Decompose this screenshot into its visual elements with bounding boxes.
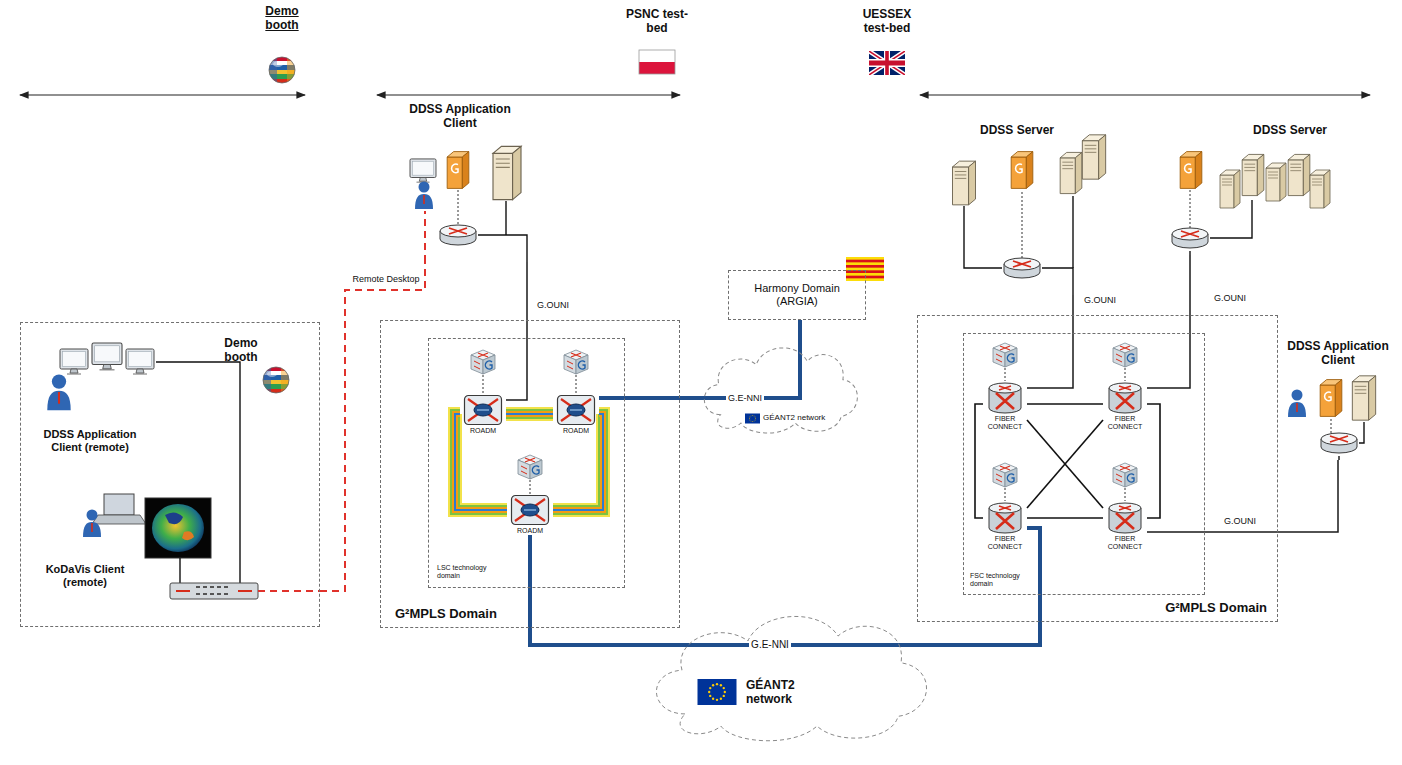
interface-label: G.E-NNI: [749, 639, 791, 651]
optical-ring-link: [506, 414, 553, 415]
network-link: [1147, 404, 1160, 518]
domain-box: G²MPLS Domain FSC technology domain FIBER …: [917, 315, 1278, 622]
eu-flag: [745, 414, 760, 424]
network-cloud: GÉANT2 network: [695, 338, 865, 438]
domain-title: G²MPLS Domain: [395, 607, 497, 622]
cloud-outline: [695, 338, 865, 438]
network-link: [1027, 403, 1103, 405]
network-link: [599, 320, 800, 398]
network-link: [1147, 255, 1190, 388]
section-title: Demo booth: [257, 5, 307, 33]
cloud-outline: [640, 602, 940, 748]
uk-flag: [869, 51, 905, 75]
roadm-node: ROADM: [553, 393, 599, 435]
device-label: FIBER CONNECT: [983, 535, 1027, 551]
demo-booth-equipment: [47, 343, 320, 599]
device-label: ROADM: [460, 427, 506, 435]
network-link: [320, 262, 425, 591]
network-link: [1027, 420, 1103, 508]
client-node: DDSS Application Client: [395, 100, 540, 262]
roadm-devices: [465, 350, 595, 525]
region-box: Demo boothDDSS Application Client (remot…: [20, 322, 320, 627]
network-link: [1147, 460, 1338, 532]
globe-icon: [268, 56, 296, 84]
server-node: DDSS Server: [945, 120, 1110, 295]
client-node: DDSS Application Client: [1282, 338, 1395, 460]
section-arrows: [20, 95, 1370, 96]
domain-title: G²MPLS Domain: [1165, 601, 1267, 616]
device-label: ROADM: [507, 527, 553, 535]
network-link: [975, 404, 983, 518]
client-node: DDSS Application Client (remote): [30, 428, 152, 453]
fiber-connect-node: FIBER CONNECT: [983, 381, 1027, 431]
client-node: KoDaVis Client (remote): [35, 563, 135, 588]
network-cloud: GÉANT2 network: [640, 602, 940, 748]
network-label: GÉANT2 network: [746, 679, 806, 707]
client-label: DDSS Application Client: [395, 103, 525, 131]
device-label: ROADM: [553, 427, 599, 435]
optical-ring-link: [455, 414, 507, 510]
client-label: DDSS Application Client (remote): [30, 428, 150, 453]
device-label: FIBER CONNECT: [983, 415, 1027, 431]
section-title: PSNC test-bed: [624, 8, 690, 36]
fiber-connect-node: FIBER CONNECT: [1103, 381, 1147, 431]
interface-label: G.OUNI: [1212, 293, 1248, 303]
server-label: DDSS Server: [1253, 124, 1327, 138]
interface-label: Remote Desktop: [350, 274, 421, 284]
device-label: FIBER CONNECT: [1103, 415, 1147, 431]
technology-domain-box: LSC technology domain ROADM ROADM ROADM: [428, 338, 625, 588]
network-link: [1027, 420, 1103, 508]
optical-ring-link: [553, 414, 603, 510]
network-link: [1027, 517, 1103, 519]
domain-box: Harmony Domain (ARGIA): [728, 270, 866, 320]
server-node: DDSS Server: [1168, 120, 1340, 255]
interface-label: G.E-NNI: [726, 393, 764, 403]
fiber-connect-node: FIBER CONNECT: [1103, 501, 1147, 551]
psnc-client-equipment: [410, 146, 527, 262]
network-label: GÉANT2 network: [763, 413, 825, 422]
server-equipment: [953, 135, 1331, 295]
fiber-connect-devices: [989, 343, 1141, 533]
client-label: KoDaVis Client (remote): [35, 563, 135, 588]
poland-flag: [639, 50, 675, 74]
interface-label: G.OUNI: [1082, 295, 1118, 305]
roadm-node: ROADM: [460, 393, 506, 435]
section-title: UESSEX test-bed: [852, 8, 922, 36]
device-label: FIBER CONNECT: [1103, 535, 1147, 551]
network-link: [1027, 295, 1073, 388]
client-label: DDSS Application Client: [1286, 340, 1390, 368]
technology-domain-box: FSC technology domain FIBER CONNECT FIBER …: [963, 333, 1205, 595]
domain-label: FSC technology domain: [970, 572, 1024, 588]
eu-flag: [698, 679, 737, 705]
domain-box: G²MPLS Domain LSC technology domain ROADM R…: [380, 320, 680, 628]
region-title: Demo booth: [216, 337, 266, 365]
server-label: DDSS Server: [980, 124, 1054, 138]
network-link: [506, 262, 527, 400]
domain-label: LSC technology domain: [437, 564, 489, 580]
catalan-flag: [846, 257, 884, 281]
uessex-client-equipment: [1288, 376, 1376, 460]
domain-label: Harmony Domain (ARGIA): [747, 282, 847, 307]
fiber-connect-node: FIBER CONNECT: [983, 501, 1027, 551]
interface-label: G.OUNI: [535, 300, 571, 310]
interface-label: G.OUNI: [1222, 516, 1258, 526]
roadm-node: ROADM: [507, 493, 553, 535]
